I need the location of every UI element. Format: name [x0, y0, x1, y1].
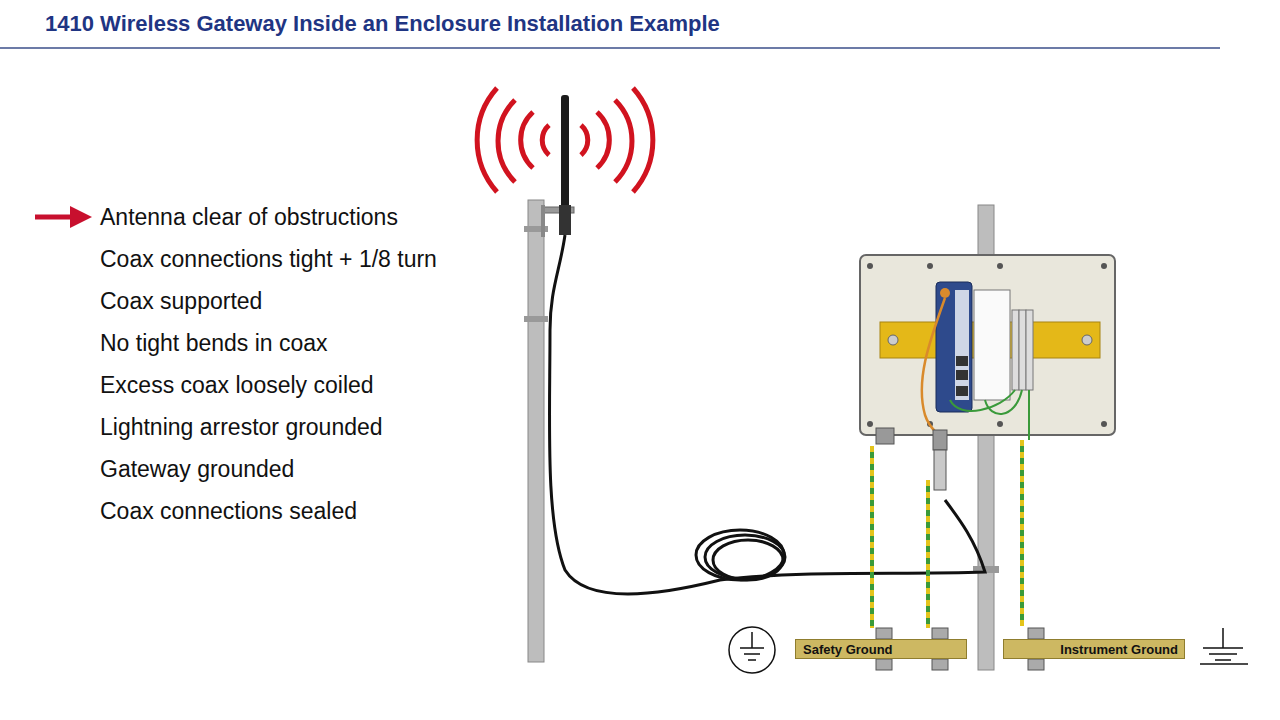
ground-wires — [872, 440, 1022, 628]
antenna-pole — [528, 200, 544, 662]
ground-bar-label: Instrument Ground — [1060, 642, 1178, 657]
ground-bar: Safety Ground — [795, 639, 967, 659]
pointer-arrow — [35, 215, 72, 220]
antenna — [561, 95, 569, 215]
title-rule — [0, 47, 1220, 49]
bulkhead-connector — [933, 430, 947, 450]
checklist-item: Coax supported — [100, 287, 262, 315]
antenna-bracket — [541, 205, 545, 237]
lightning-arrestor — [934, 450, 946, 490]
checklist-item: Antenna clear of obstructions — [100, 203, 398, 231]
safety-ground-symbol — [729, 627, 775, 673]
checklist-item: Coax connections tight + 1/8 turn — [100, 245, 437, 273]
gateway-label — [955, 290, 969, 400]
internal-ground-wires — [950, 390, 1029, 440]
ground-bar-label: Safety Ground — [803, 642, 893, 657]
pointer-arrow-head — [70, 206, 92, 228]
checklist-item: Lightning arrestor grounded — [100, 413, 383, 441]
checklist-item: No tight bends in coax — [100, 329, 328, 357]
checklist-item: Gateway grounded — [100, 455, 294, 483]
internal-coax — [922, 298, 945, 438]
ground-bar: Instrument Ground — [1003, 639, 1185, 659]
instrument-ground-symbol — [1200, 628, 1248, 664]
radio-waves — [477, 88, 653, 192]
checklist-item: Coax connections sealed — [100, 497, 357, 525]
page-title: 1410 Wireless Gateway Inside an Enclosur… — [45, 11, 720, 37]
enclosure — [860, 255, 1115, 435]
ground-lug — [876, 428, 894, 444]
checklist-item: Excess coax loosely coiled — [100, 371, 374, 399]
pole-clamp — [524, 316, 548, 322]
power-supply — [974, 290, 1010, 400]
gateway-antenna-port — [940, 288, 950, 298]
terminal-blocks — [1012, 310, 1033, 390]
wireless-gateway — [936, 282, 972, 412]
antenna-connector — [559, 205, 571, 235]
